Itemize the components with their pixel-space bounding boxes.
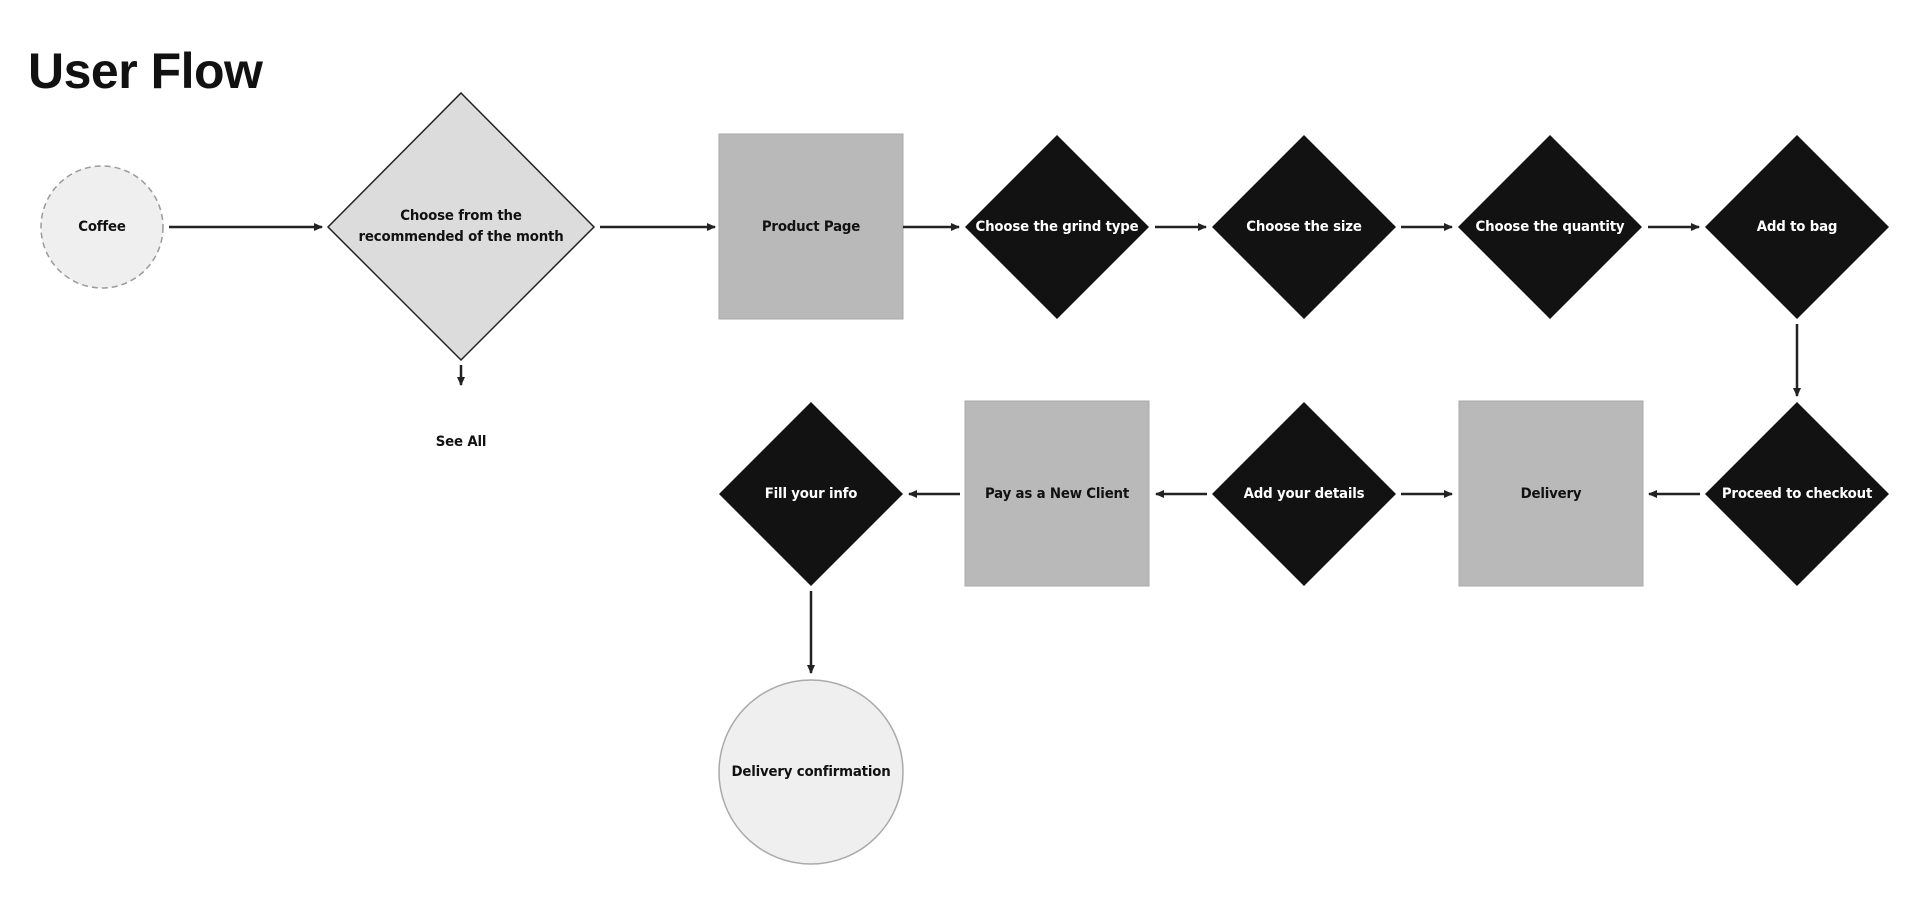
end-node-delivery-confirmation[interactable] (718, 679, 904, 865)
decision-checkout[interactable] (1705, 402, 1889, 586)
decision-size[interactable] (1212, 135, 1396, 319)
add-to-bag-label: Add to bag (1756, 218, 1838, 235)
coffee-label: Coffee (78, 218, 126, 235)
decision-recommended[interactable] (326, 91, 596, 362)
quantity-label: Choose the quantity (1475, 218, 1625, 235)
decision-grind-type[interactable] (965, 135, 1149, 319)
start-node-coffee[interactable] (40, 165, 164, 289)
product-page-box[interactable] (718, 133, 904, 320)
pay-new-client-label: Pay as a New Client (984, 485, 1130, 502)
grind-type-label: Choose the grind type (975, 218, 1139, 235)
see-all-label: See All (435, 433, 487, 450)
page-title: User Flow (28, 43, 263, 99)
delivery-confirmation-label: Delivery confirmation (731, 763, 891, 780)
fill-info-label: Fill your info (764, 485, 858, 502)
decision-quantity[interactable] (1458, 135, 1642, 319)
checkout-label: Proceed to checkout (1721, 485, 1873, 502)
delivery-label: Delivery (1520, 485, 1582, 502)
size-label: Choose the size (1246, 218, 1362, 235)
pay-new-client-box[interactable] (964, 400, 1150, 587)
decision-add-details[interactable] (1212, 402, 1396, 586)
decision-add-to-bag[interactable] (1705, 135, 1889, 319)
delivery-box[interactable] (1458, 400, 1644, 587)
add-details-label: Add your details (1243, 485, 1365, 502)
recommended-label: Choose from the recommended of the month (358, 208, 564, 245)
product-page-label: Product Page (761, 218, 861, 235)
decision-fill-info[interactable] (719, 402, 903, 586)
see-all-card[interactable] (410, 390, 512, 496)
